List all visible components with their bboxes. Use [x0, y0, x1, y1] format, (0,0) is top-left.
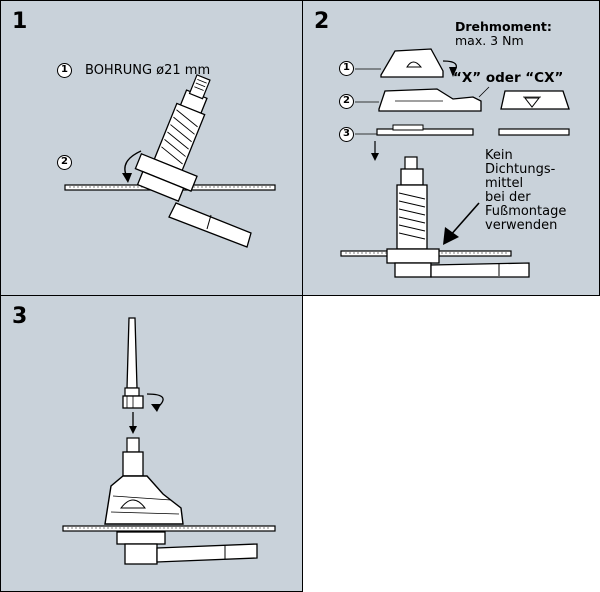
note-line: Kein: [485, 148, 513, 163]
cable: [156, 543, 258, 563]
cover-cap: [355, 48, 457, 78]
callout-marker: 3: [339, 127, 354, 142]
callout-marker: 1: [57, 63, 72, 78]
antenna-whip: [122, 317, 144, 409]
callout-marker: 1: [339, 61, 354, 76]
gasket: [355, 124, 570, 136]
note-line: Fußmontage: [485, 204, 567, 219]
antenna-base: [386, 156, 440, 278]
mounting-illustration: [64, 74, 276, 248]
step-number: 2: [314, 9, 330, 34]
drill-hole-label: BOHRUNG ø21 mm: [85, 63, 211, 78]
step-2-panel: 2 Drehmoment: max. 3 Nm “X” oder “CX” 1 …: [302, 0, 600, 296]
step-3-panel: 3: [0, 295, 303, 592]
note-line: bei der: [485, 190, 531, 205]
torque-label: Drehmoment:: [455, 19, 552, 34]
note-line: verwenden: [485, 218, 558, 233]
base-cover: [355, 86, 490, 112]
callout-marker: 2: [57, 155, 72, 170]
note-line: Dichtungs-: [485, 162, 556, 177]
step-number: 1: [12, 9, 28, 34]
variant-cover: [500, 90, 570, 110]
whip-install-illustration: [62, 317, 276, 565]
step-number: 3: [12, 304, 28, 329]
roof-panel: [62, 525, 276, 532]
note-line: mittel: [485, 176, 524, 191]
variant-label: “X” oder “CX”: [453, 70, 564, 86]
antenna-base: [104, 437, 184, 565]
antenna-base: [134, 74, 211, 202]
cable: [430, 262, 530, 278]
callout-marker: 2: [339, 94, 354, 109]
torque-value: max. 3 Nm: [455, 33, 524, 48]
assembly-illustration: [340, 48, 570, 278]
cable: [168, 202, 252, 248]
step-1-panel: 1 1 BOHRUNG ø21 mm 2: [0, 0, 303, 296]
